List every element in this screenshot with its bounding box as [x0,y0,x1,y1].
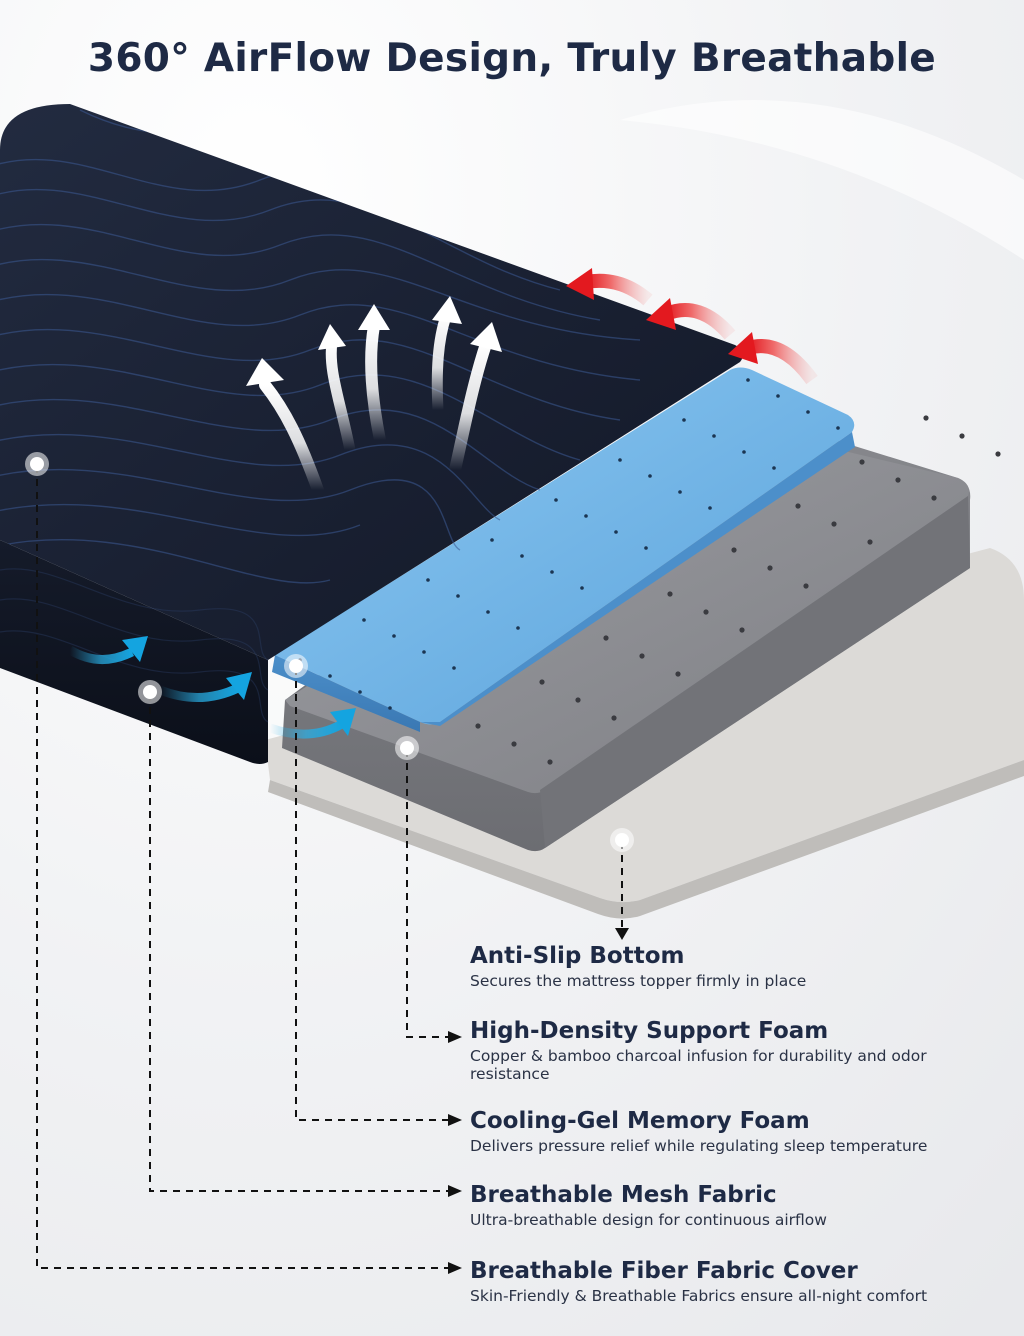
feature-title: High-Density Support Foam [470,1018,829,1044]
cool-air-arrow-icon [268,708,356,739]
perforation-dot [836,426,840,430]
perforation-dot [923,415,929,421]
perforation-dot [772,466,776,470]
perforation-dot [667,591,673,597]
perforation-dot [328,674,332,678]
perforation-dot [550,570,554,574]
hot-air-arrow-icon [566,268,653,306]
perforation-dot [516,626,520,630]
perforation-dot [731,547,737,553]
perforation-dot [742,450,746,454]
perforation-dot [867,539,873,545]
feature-support-foam: High-Density Support Foam Copper & bambo… [470,1017,990,1083]
perforation-dot [708,506,712,510]
feature-title: Cooling-Gel Memory Foam [470,1108,810,1134]
perforation-dot [392,634,396,638]
perforation-dot [520,554,524,558]
cool-air-arrow-icon [67,636,148,665]
feature-fiber-fabric-cover: Breathable Fiber Fabric Cover Skin-Frien… [470,1257,990,1305]
perforation-dot [456,594,460,598]
perforation-dot [895,477,901,483]
perforation-dot [511,741,517,747]
perforation-dot [486,610,490,614]
perforation-dot [648,474,652,478]
perforation-dot [803,583,809,589]
perforation-dot [767,565,773,571]
perforation-dot [931,495,937,501]
hot-air-arrow-icon [646,298,736,340]
perforation-dot [611,715,617,721]
perforation-dot [795,503,801,509]
feature-title: Anti-Slip Bottom [470,943,685,969]
perforation-dot [644,546,648,550]
perforation-dot [362,618,366,622]
perforation-dot [739,627,745,633]
perforation-dot [618,458,622,462]
callout-dot-icon [284,654,308,678]
hot-air-arrow-icon [728,332,818,385]
perforation-dot [806,410,810,414]
cool-air-arrow-icon [158,672,252,702]
feature-cooling-gel-foam: Cooling-Gel Memory Foam Delivers pressur… [470,1107,990,1155]
callout-dot-icon [25,452,49,476]
perforation-dot [603,635,609,641]
perforation-dot [426,578,430,582]
feature-title: Breathable Fiber Fabric Cover [470,1258,858,1284]
perforation-dot [776,394,780,398]
feature-title: Breathable Mesh Fabric [470,1182,777,1208]
perforation-dot [682,418,686,422]
feature-anti-slip-bottom: Anti-Slip Bottom Secures the mattress to… [470,942,990,990]
perforation-dot [995,451,1001,457]
perforation-dot [547,759,553,765]
perforation-dot [422,650,426,654]
feature-description: Skin-Friendly & Breathable Fabrics ensur… [470,1287,928,1305]
callout-arrowheads [448,928,629,1274]
rising-airflow-arrows [246,296,502,496]
callout-dot-icon [610,828,634,852]
cooling-gel-layer [272,367,855,732]
perforation-dot [703,609,709,615]
perforation-dot [675,671,681,677]
perforation-dot [388,706,392,710]
perforation-dot [584,514,588,518]
feature-description: Delivers pressure relief while regulatin… [470,1137,928,1155]
feature-description: Copper & bamboo charcoal infusion for du… [470,1047,927,1083]
perforation-dot [959,433,965,439]
perforation-dot [475,723,481,729]
perforation-dot [580,586,584,590]
callout-lines [36,466,623,1269]
perforation-dot [490,538,494,542]
feature-mesh-fabric: Breathable Mesh Fabric Ultra-breathable … [470,1181,990,1229]
callout-dots [25,452,634,852]
perforation-dot [539,679,545,685]
page-title: 360° AirFlow Design, Truly Breathable [87,36,937,81]
perforation-dot [358,690,362,694]
perforation-dot [452,666,456,670]
callout-dot-icon [138,680,162,704]
perforation-dot [614,530,618,534]
perforation-dot [712,434,716,438]
perforation-dot [575,697,581,703]
perforation-dot [678,490,682,494]
perforation-dot [639,653,645,659]
perforation-dot [554,498,558,502]
perforation-dot [746,378,750,382]
feature-description: Secures the mattress topper firmly in pl… [470,972,807,990]
feature-description: Ultra-breathable design for continuous a… [470,1211,827,1229]
heat-release-arrows [566,268,818,385]
callout-dot-icon [395,736,419,760]
perforation-dot [831,521,837,527]
perforation-dot [859,459,865,465]
cool-air-intake-arrows [67,636,356,739]
